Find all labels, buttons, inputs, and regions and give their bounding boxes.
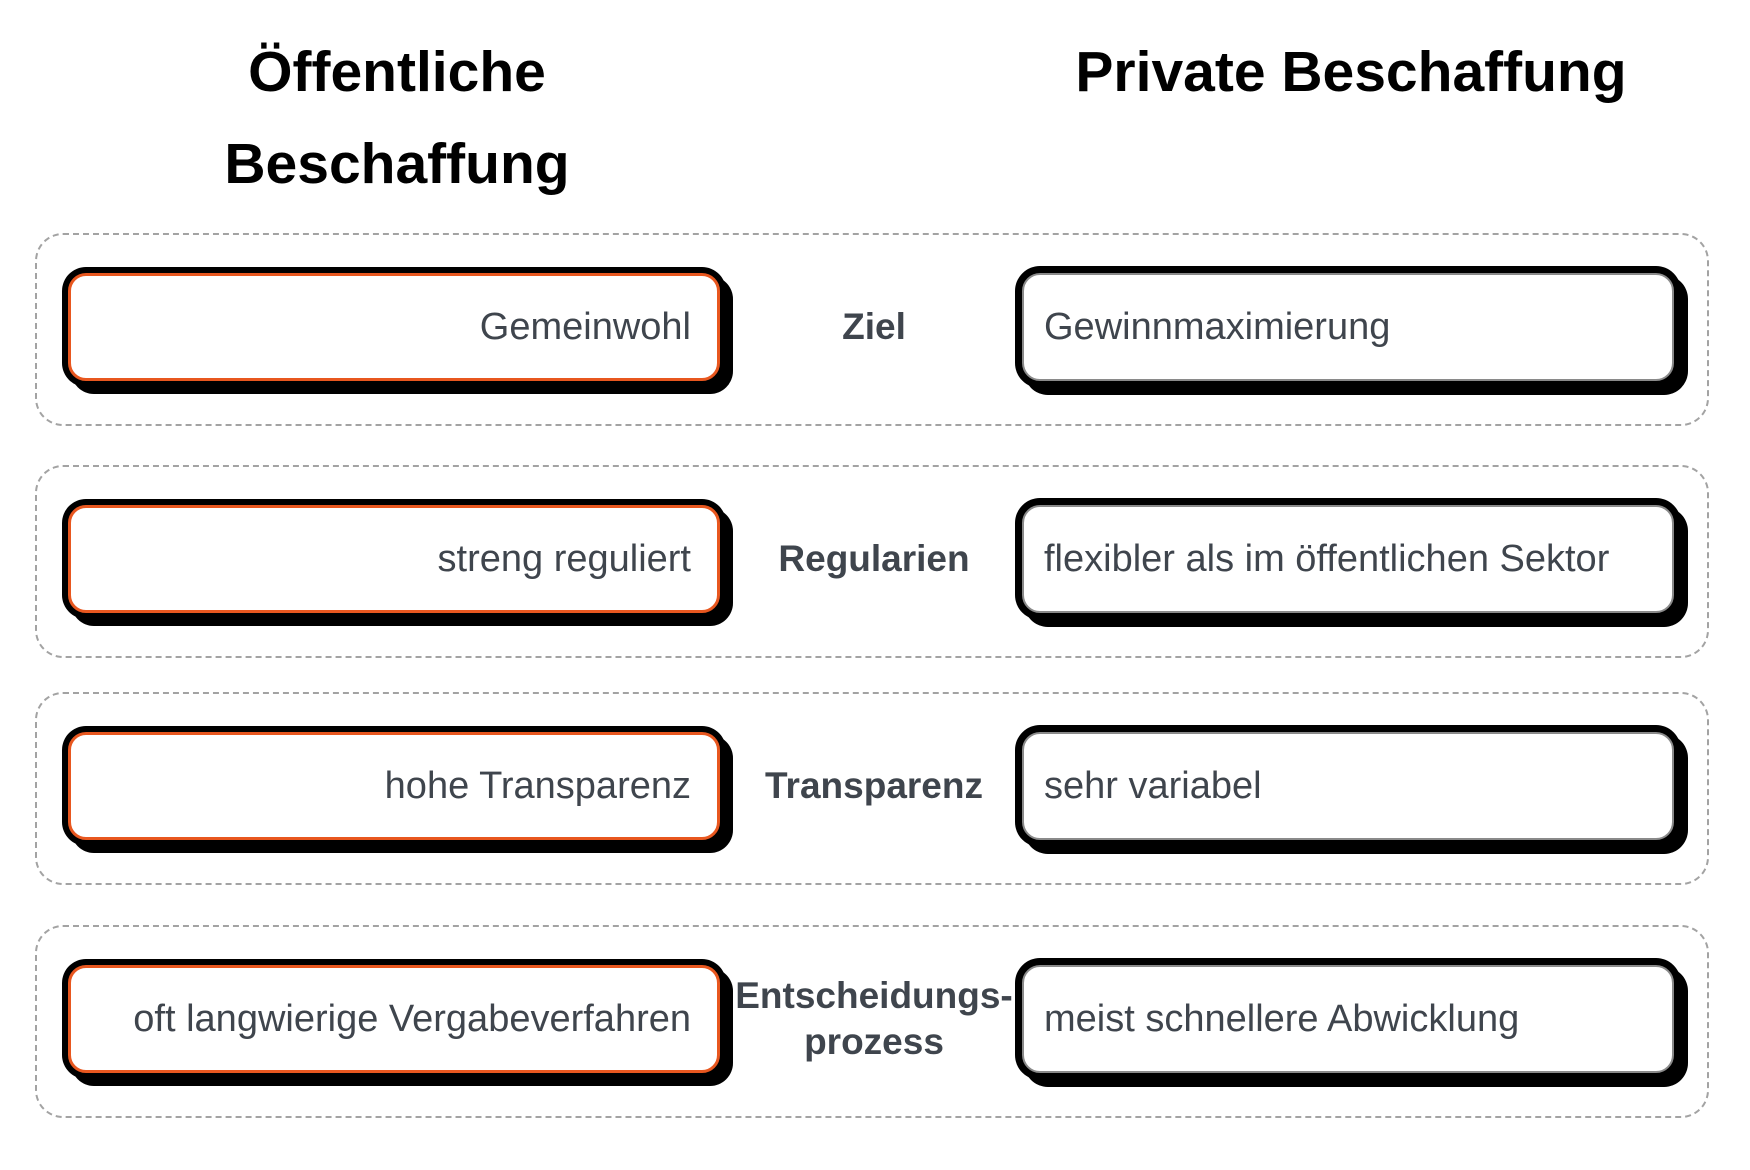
category-label: Transparenz bbox=[765, 765, 983, 806]
public-value-box: hohe Transparenz bbox=[68, 732, 720, 840]
category-label: Entscheidungs-prozess bbox=[735, 975, 1013, 1062]
comparison-row: oft langwierige Vergabeverfahren Entsche… bbox=[35, 925, 1709, 1118]
comparison-row: hohe Transparenz Transparenz sehr variab… bbox=[35, 692, 1709, 885]
private-value-box: meist schnellere Abwicklung bbox=[1022, 965, 1674, 1073]
private-value-box: sehr variabel bbox=[1022, 732, 1674, 840]
comparison-row: Gemeinwohl Ziel Gewinnmaximierung bbox=[35, 233, 1709, 426]
public-column-header: Öffentliche Beschaffung bbox=[224, 40, 570, 196]
category-label: Regularien bbox=[778, 538, 970, 579]
public-value-box: streng reguliert bbox=[68, 505, 720, 613]
public-value-box: Gemeinwohl bbox=[68, 273, 720, 381]
private-column-header: Private Beschaffung bbox=[1075, 40, 1627, 104]
comparison-row: streng reguliert Regularien flexibler al… bbox=[35, 465, 1709, 658]
private-value-box: flexibler als im öffentlichen Sektor bbox=[1022, 505, 1674, 613]
private-value-box: Gewinnmaximierung bbox=[1022, 273, 1674, 381]
category-label: Ziel bbox=[842, 306, 906, 347]
public-value-box: oft langwierige Vergabeverfahren bbox=[68, 965, 720, 1073]
